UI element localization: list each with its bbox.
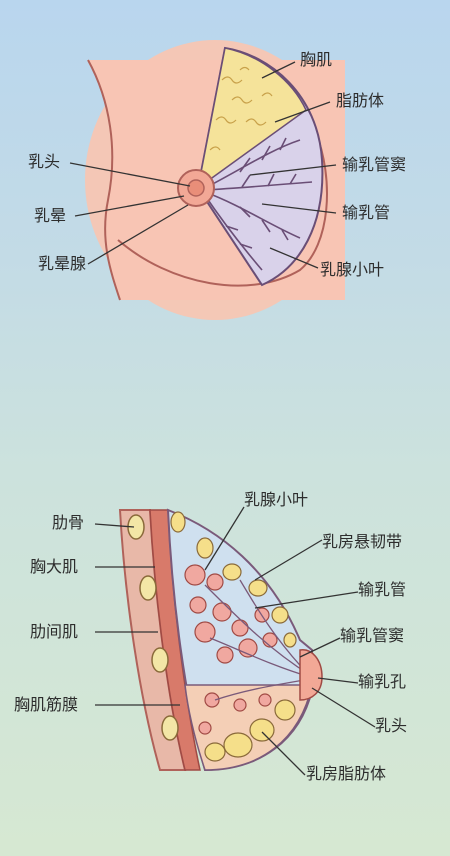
label-lobule-top: 乳腺小叶 [320, 260, 385, 279]
label-lactiferous-sinus-bottom: 输乳管窦 [340, 626, 405, 645]
rib-ovals [127, 514, 179, 741]
label-fascia: 胸肌筋膜 [14, 695, 79, 714]
bottom-leader-lines [94, 506, 376, 776]
label-nipple: 乳头 [28, 152, 61, 171]
label-areola: 乳晕 [34, 206, 67, 225]
label-adipose: 脂肪体 [336, 91, 385, 110]
label-intercostal: 肋间肌 [30, 622, 79, 641]
label-lactiferous-sinus: 输乳管窦 [342, 155, 407, 174]
label-rib: 肋骨 [52, 513, 85, 532]
label-lactiferous-duct: 输乳管 [342, 203, 391, 222]
label-lactiferous-duct-bottom: 输乳管 [358, 580, 407, 599]
front-view-diagram [69, 40, 345, 320]
label-areolar-gland: 乳晕腺 [38, 254, 87, 273]
fat-texture [209, 66, 273, 151]
torso-outline [87, 59, 121, 301]
fat-lobules [170, 511, 297, 762]
label-duct-opening: 输乳孔 [358, 672, 407, 691]
top-leader-lines [69, 61, 337, 269]
label-pectoral-muscle: 胸肌 [300, 50, 333, 69]
label-lobule-bottom: 乳腺小叶 [244, 490, 309, 509]
label-fat-body: 乳房脂肪体 [306, 764, 387, 783]
label-suspensory-ligament: 乳房悬韧带 [322, 532, 403, 551]
nipple-shape [187, 179, 205, 197]
breast-outline [117, 129, 328, 287]
duct-network [203, 137, 313, 271]
section-view-diagram [94, 506, 376, 776]
label-nipple-bottom: 乳头 [375, 716, 408, 735]
fat-layer [196, 47, 307, 190]
label-pectoralis-major: 胸大肌 [30, 557, 79, 576]
